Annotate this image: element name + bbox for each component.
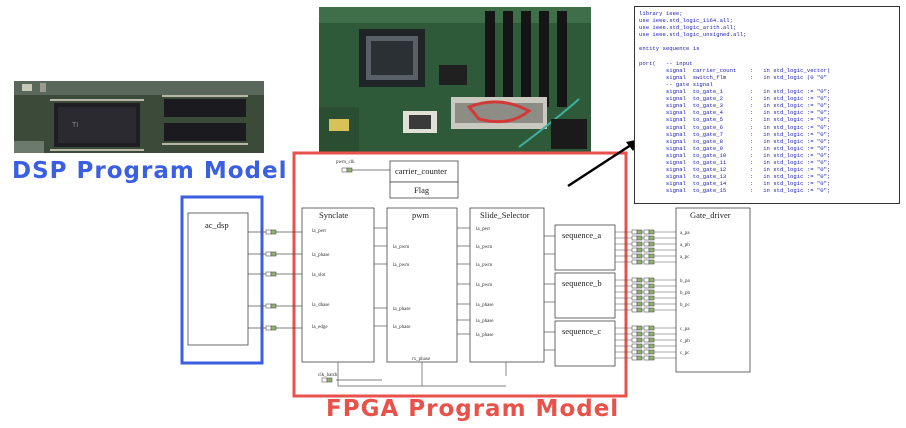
code-line: signal to_gate_7 : in std_logic := "0"; (639, 130, 831, 138)
svg-text:la_slot: la_slot (312, 273, 326, 278)
carrier-counter-title: carrier_counter (395, 166, 447, 176)
code-line: signal to_gate_4 : in std_logic := "0"; (639, 109, 831, 117)
synclate-title: Synclate (319, 210, 348, 220)
code-line: signal to_gate_13 : in std_logic := "0"; (639, 173, 831, 181)
slide-selector-block (469, 207, 545, 363)
slide-selector-title: Slide_Selector (480, 210, 530, 220)
pwm-title: pwm (412, 210, 429, 220)
pointer-arrow-line (567, 141, 635, 188)
svg-text:la_pwm: la_pwm (476, 263, 492, 268)
code-line: signal to_gate_14 : in std_logic := "0"; (639, 180, 831, 188)
dsp-model-label: DSP Program Model (12, 158, 288, 184)
code-line (639, 38, 895, 45)
flag-block (389, 181, 459, 199)
synclate-to-pwm-wires (374, 227, 387, 327)
fpga-board-photo (319, 7, 591, 153)
pwm-block (386, 207, 458, 363)
ac-dsp-title: ac_dsp (205, 220, 229, 230)
pwm-to-selector-wires (457, 227, 470, 335)
code-line: signal to_gate_1 : in std_logic := "0"; (639, 88, 831, 96)
sequence-b-title: sequence_b (562, 278, 602, 288)
svg-text:la_pwm: la_pwm (393, 263, 409, 268)
flag-title: Flag (414, 185, 430, 195)
svg-text:la_perr: la_perr (476, 227, 490, 232)
svg-text:la_pwm: la_pwm (476, 283, 492, 288)
svg-text:la_phase: la_phase (393, 307, 411, 312)
code-line: port( -- input (639, 59, 693, 67)
selector-to-sequence-wires (544, 235, 555, 351)
dsp-to-synclate-wires (248, 229, 302, 331)
code-line: entity sequence is (639, 45, 700, 53)
code-line: signal to_gate_3 : in std_logic := "0"; (639, 102, 831, 110)
svg-text:la_phase: la_phase (476, 303, 494, 308)
code-line: use ieee.std_logic_arith.all; (639, 24, 737, 32)
code-line: signal to_gate_5 : in std_logic := "0"; (639, 116, 831, 124)
dsp-model-outline (180, 195, 264, 365)
sequence-c-block (554, 320, 616, 367)
svg-text:c_pa: c_pa (680, 327, 690, 332)
code-line: signal carrier_count : in std_logic_vect… (639, 66, 831, 74)
svg-text:a_pa: a_pa (680, 231, 690, 236)
sequence-b-block (554, 272, 616, 319)
code-line: signal to_gate_2 : in std_logic := "0"; (639, 95, 831, 103)
code-line: library ieee; (639, 10, 683, 17)
pwm-clk-label: pwm_clk (336, 160, 355, 165)
svg-text:a_pc: a_pc (680, 255, 690, 260)
rx-phase-label: rx_phase (412, 357, 431, 362)
svg-text:la_phase: la_phase (312, 253, 330, 258)
bottom-bus (336, 362, 507, 387)
svg-text:c_pc: c_pc (680, 351, 690, 356)
svg-text:a_pb: a_pb (680, 243, 690, 248)
code-line (639, 53, 895, 60)
svg-text:la_perr: la_perr (312, 229, 326, 234)
gate-driver-block (675, 207, 751, 373)
dsp-board-photo: TI (14, 81, 264, 153)
svg-text:la_pwm: la_pwm (393, 245, 409, 250)
fpga-model-outline (292, 151, 628, 398)
code-line: -- gate signal (639, 80, 713, 88)
code-line: signal to_gate_8 : in std_logic := "0"; (639, 137, 831, 145)
code-line: use ieee.std_logic_unsigned.all; (639, 31, 747, 39)
fpga-model-label: FPGA Program Model (326, 396, 620, 422)
svg-text:la_dhase: la_dhase (312, 303, 330, 308)
svg-text:la_phase: la_phase (476, 333, 494, 338)
code-line: signal switch_flm : in std_logic (0 "0" (639, 73, 827, 81)
svg-text:b_pb: b_pb (680, 291, 691, 296)
svg-text:c_pb: c_pb (680, 339, 690, 344)
svg-text:b_pc: b_pc (680, 303, 691, 308)
code-line: signal to_gate_10 : in std_logic := "0"; (639, 151, 831, 159)
sequence-c-title: sequence_c (562, 326, 601, 336)
svg-text:b_pa: b_pa (680, 279, 691, 284)
svg-text:la_pwm: la_pwm (476, 245, 492, 250)
sequence-a-title: sequence_a (562, 230, 601, 240)
gate-driver-title: Gate_driver (690, 210, 731, 220)
vhdl-code-lines: library ieee;use ieee.std_logic_1164.all… (635, 7, 899, 197)
code-line: signal to_gate_12 : in std_logic := "0"; (639, 166, 831, 174)
ac-dsp-block (187, 212, 249, 346)
sequence-to-gate-wires (615, 229, 676, 361)
svg-text:TI: TI (72, 122, 78, 129)
svg-text:la_phase: la_phase (476, 319, 494, 324)
vhdl-code-panel: library ieee;use ieee.std_logic_1164.all… (634, 6, 900, 204)
code-line: signal to_gate_11 : in std_logic := "0"; (639, 158, 831, 166)
code-line: signal to_gate_6 : in std_logic := "0"; (639, 123, 831, 131)
clk-batch-label: clk_batch (318, 373, 338, 378)
svg-text:la_phase: la_phase (393, 325, 411, 330)
svg-text:la_edge: la_edge (312, 325, 328, 330)
code-line: signal to_gate_15 : in std_logic := "0"; (639, 187, 831, 195)
code-line: signal to_gate_9 : in std_logic := "0"; (639, 144, 831, 152)
synclate-block (301, 207, 375, 363)
sequence-a-block (554, 224, 616, 271)
code-line: use ieee.std_logic_1164.all; (639, 17, 733, 25)
